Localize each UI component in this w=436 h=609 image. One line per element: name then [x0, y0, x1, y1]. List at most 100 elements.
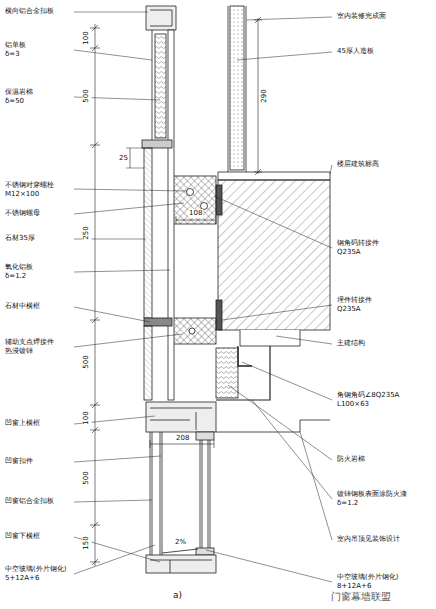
leader-lines [228, 385, 332, 460]
dimension-lines [258, 18, 259, 174]
facade-panels [152, 30, 153, 142]
facade-panels [126, 168, 144, 169]
part-label: 钢角码转接件 Q235A [336, 239, 390, 257]
dimension: 108 [188, 209, 203, 218]
facade-panels [142, 140, 172, 148]
part-label: 主建结构 [336, 339, 366, 348]
part-label: 中空玻璃(外片钢化) 8+12A+6 [336, 573, 408, 591]
window [160, 432, 161, 555]
leader-lines [74, 334, 182, 347]
window [146, 402, 216, 432]
part-label: 氧化铝板 δ=1.2 [4, 263, 44, 281]
brackets [187, 189, 194, 196]
floor-slab [216, 172, 330, 346]
leader-lines [74, 12, 148, 13]
leader-lines [222, 305, 332, 320]
fire-stop [216, 348, 238, 398]
part-label: 角钢角码∠8Q235A L100×63 [336, 391, 412, 409]
dimension: 208 [175, 434, 190, 443]
brackets [189, 328, 195, 334]
leader-lines [74, 500, 152, 502]
interior-wall [228, 6, 229, 172]
part-label: 横向铝合金扣板 [4, 7, 55, 16]
dimension: 250 [82, 225, 91, 240]
dimension: 100 [82, 410, 91, 425]
floor-slab [216, 300, 222, 330]
window [208, 440, 209, 550]
leader-lines [74, 50, 152, 60]
dimension: 500 [82, 88, 91, 103]
window [202, 440, 203, 550]
facade-panels [155, 34, 166, 138]
interior-wall [230, 6, 244, 170]
window [146, 402, 216, 573]
dimension-lines [130, 148, 131, 168]
part-label: 铝单板 δ=3 [4, 41, 40, 59]
leader-lines [206, 550, 332, 582]
dimension: 25 [118, 154, 129, 163]
part-label: 辅助支点焊接件 热浸镀锌 [4, 338, 64, 356]
dimension-lines [150, 444, 214, 445]
part-label: 不锈钢对穿螺栓 M12×100 [4, 181, 64, 199]
part-label: 楼层建筑标高 [336, 160, 380, 169]
window [200, 440, 201, 550]
part-label: 保温岩棉 δ=50 [4, 88, 46, 106]
part-label: 镀锌钢板表面涂防火漆 δ=1.2 [336, 490, 418, 508]
window [150, 432, 151, 555]
part-label: 45厚人造板 [336, 47, 375, 56]
dimension: 2% [174, 538, 187, 547]
facade-panels [144, 326, 152, 400]
window [146, 555, 216, 573]
dimension-lines [95, 24, 96, 566]
interior-wall [246, 6, 247, 172]
fire-stop [216, 346, 270, 400]
part-label: 室内吊顶见装饰设计 [336, 535, 401, 544]
window [150, 408, 212, 430]
dimension-lines [92, 25, 98, 565]
leader-lines [237, 52, 332, 60]
watermark: 门窗幕墙联盟 [330, 590, 392, 603]
leader-lines [242, 362, 332, 400]
figure-caption: a) [172, 590, 183, 602]
part-label: 防火岩棉 [336, 455, 366, 464]
dimension-lines [90, 17, 262, 566]
interior-wall [228, 6, 246, 172]
fire-stop [216, 346, 330, 432]
leader-lines [252, 400, 332, 499]
facade-panels [144, 148, 152, 318]
dimension: 500 [82, 470, 91, 485]
leader-lines [74, 203, 184, 214]
floor-slab [216, 185, 222, 215]
part-label: 埋件转接件 Q235A [336, 296, 384, 314]
leader-lines [74, 307, 150, 322]
window [162, 549, 198, 553]
facade-panels [146, 6, 176, 30]
facade-panels [126, 6, 176, 400]
dimension: 100 [82, 30, 91, 45]
dimension: 150 [82, 535, 91, 550]
window [152, 432, 153, 555]
part-label: 室内装修完成面 [336, 12, 387, 21]
part-label: 凹窗铝合金扣板 [4, 497, 55, 506]
brackets [172, 318, 216, 344]
facade-panels [126, 148, 144, 149]
part-label: 石材35厚 [4, 234, 36, 243]
facade-panels [144, 318, 172, 326]
part-label: 凹窗上横框 [4, 419, 41, 428]
dimension: 500 [82, 354, 91, 369]
leader-lines [246, 17, 332, 20]
part-label: 不锈钢螺母 [4, 209, 41, 218]
dimension-lines [176, 220, 216, 221]
leader-lines [74, 12, 332, 582]
leader-lines [74, 189, 187, 191]
leader-lines [74, 456, 161, 462]
leader-lines [214, 196, 332, 248]
window [196, 432, 214, 440]
brackets [172, 176, 216, 224]
part-label: 石材中横框 [4, 302, 41, 311]
part-label: 凹窗扣件 [4, 457, 34, 466]
part-label: 凹窗下横框 [4, 532, 41, 541]
leader-lines [276, 336, 332, 344]
leader-lines [300, 432, 332, 540]
window [210, 440, 211, 550]
